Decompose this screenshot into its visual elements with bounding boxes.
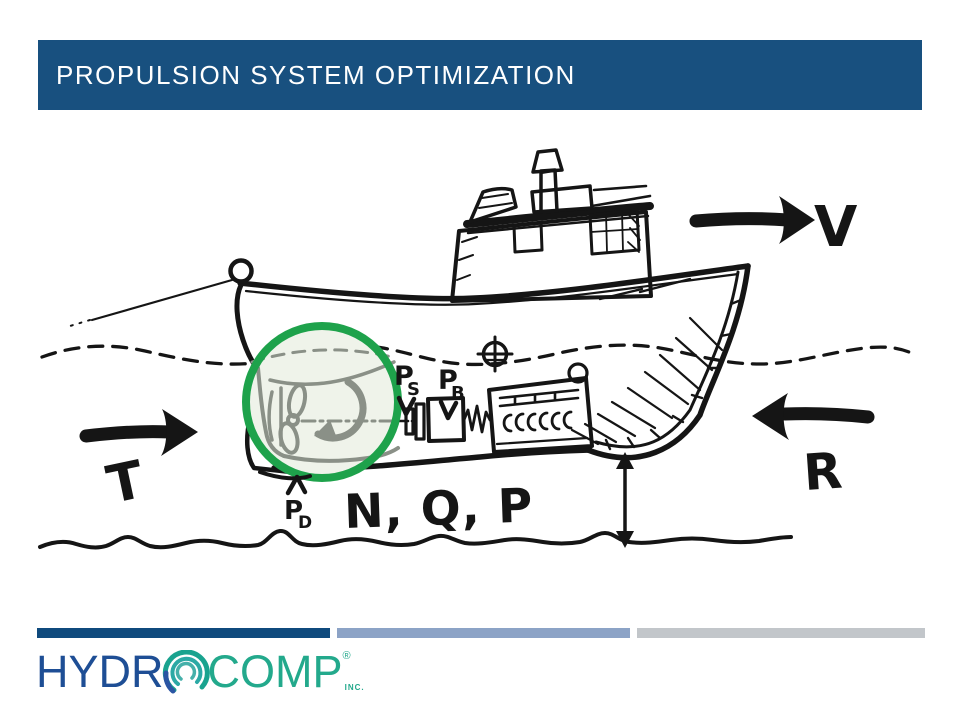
logo-swirl-o-icon (162, 649, 212, 705)
draft-arrow (616, 452, 634, 548)
propeller-highlight (242, 322, 402, 482)
gearbox (426, 396, 466, 443)
bow-hatching (570, 316, 724, 446)
ps-sub: S (407, 379, 420, 400)
valve-cover (498, 388, 580, 408)
slide-title-bar: PROPULSION SYSTEM OPTIMIZATION (38, 40, 922, 110)
towline (90, 278, 234, 322)
machinery-sketch (394, 362, 594, 454)
propeller-vars-label: N, Q, P (343, 478, 534, 540)
thrust-label: T (102, 450, 150, 516)
delivered-power-label: P D (284, 474, 312, 533)
shaft-power-label: P S (394, 361, 420, 417)
page-title: PROPULSION SYSTEM OPTIMIZATION (56, 59, 576, 90)
pb-sub: B (451, 383, 465, 404)
speed-label: V (814, 195, 858, 260)
engine-block (487, 376, 594, 454)
seabed-line (38, 529, 793, 550)
fairlead-ring (228, 258, 254, 284)
rotation-arrow-icon (314, 378, 367, 442)
footer-bar-navy (37, 628, 330, 638)
footer-bar-gray (637, 628, 925, 638)
propeller-sketch (250, 348, 400, 463)
engine-cylinders (502, 410, 573, 433)
hydrocomp-logo: HYDR COMP ® INC. (36, 646, 364, 700)
logo-inc-label: INC. (344, 683, 365, 692)
logo-suffix: COMP (207, 646, 343, 697)
pd-sub: D (298, 513, 312, 533)
pd-main: P (284, 496, 303, 526)
resistance-arrow (752, 393, 875, 440)
center-of-gravity-icon (476, 335, 514, 373)
ps-main: P (394, 361, 414, 392)
brake-power-label: P B (438, 365, 465, 421)
logo-prefix: HYDR (36, 646, 164, 697)
flex-coupling (462, 404, 492, 434)
bow-stem-rungs (604, 298, 743, 451)
registered-mark: ® (342, 650, 351, 662)
highlight-fill (246, 326, 398, 478)
wheelhouse-sketch (450, 148, 654, 303)
cabin-window-right (588, 208, 641, 256)
speed-arrow (689, 196, 815, 244)
pb-main: P (438, 365, 458, 396)
footer-bar-periwinkle (337, 628, 630, 638)
highlight-ring (242, 322, 402, 482)
resistance-label: R (802, 442, 844, 503)
thrust-arrow (79, 409, 198, 456)
cabin-window-left (512, 221, 544, 254)
